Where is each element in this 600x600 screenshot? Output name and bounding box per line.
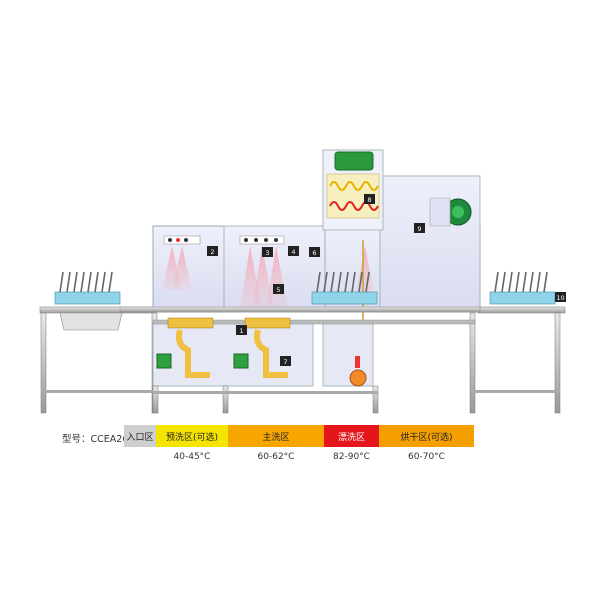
inlet-table bbox=[39, 306, 158, 414]
marker-9: 9 bbox=[414, 223, 425, 233]
svg-text:10: 10 bbox=[556, 294, 564, 302]
marker-8: 8 bbox=[364, 194, 375, 204]
zone-5: 烘干区(可选) bbox=[379, 425, 474, 447]
zone-2: 预洗区(可选) bbox=[156, 425, 228, 447]
dish-racks bbox=[54, 271, 556, 305]
marker-2: 2 bbox=[207, 246, 218, 256]
inlet-sink bbox=[59, 312, 123, 331]
machine-body bbox=[152, 149, 481, 313]
outlet-rack bbox=[489, 271, 556, 305]
svg-text:8: 8 bbox=[367, 196, 371, 204]
zone-3: 主洗区 bbox=[228, 425, 324, 447]
zone-4: 漂洗区 bbox=[324, 425, 379, 447]
svg-text:2: 2 bbox=[210, 248, 214, 256]
svg-text:9: 9 bbox=[417, 225, 421, 233]
marker-6: 6 bbox=[309, 247, 320, 257]
marker-3: 3 bbox=[262, 247, 273, 257]
machine-legs bbox=[152, 385, 379, 414]
part-markers: 1 2 3 4 5 6 7 8 9 10 bbox=[207, 194, 566, 366]
marker-4: 4 bbox=[288, 246, 299, 256]
conveyor bbox=[119, 306, 481, 325]
svg-text:1: 1 bbox=[239, 327, 243, 335]
prewash-pump bbox=[156, 353, 172, 369]
red-heating-coil bbox=[329, 201, 379, 211]
marker-10: 10 bbox=[555, 292, 566, 302]
model-label: 型号：CCEA260 bbox=[62, 434, 135, 445]
marker-7: 7 bbox=[280, 356, 291, 366]
nozzle-strips bbox=[163, 235, 285, 245]
svg-text:5: 5 bbox=[276, 286, 280, 294]
svg-text:6: 6 bbox=[312, 249, 316, 257]
marker-5: 5 bbox=[273, 284, 284, 294]
inlet-rack bbox=[54, 271, 121, 305]
mainwash-pump bbox=[233, 353, 249, 369]
zone-temp-4: 82-90°C bbox=[333, 452, 370, 462]
rinse-rack bbox=[311, 271, 378, 305]
zone-temp-5: 60-70°C bbox=[408, 452, 445, 462]
svg-text:7: 7 bbox=[283, 358, 287, 366]
marker-1: 1 bbox=[236, 325, 247, 335]
top-fan bbox=[334, 151, 374, 171]
rinse-heater bbox=[349, 369, 367, 387]
wash-tanks bbox=[152, 317, 374, 387]
zone-temp-3: 60-62°C bbox=[257, 452, 295, 462]
yellow-heating-coil bbox=[329, 181, 379, 191]
svg-text:3: 3 bbox=[265, 249, 269, 257]
zone-1: 入口区 bbox=[124, 425, 156, 447]
dryer-housing bbox=[379, 175, 481, 313]
outlet-table bbox=[469, 306, 566, 414]
zone-temp-2: 40-45°C bbox=[173, 452, 211, 462]
svg-text:4: 4 bbox=[291, 248, 295, 256]
